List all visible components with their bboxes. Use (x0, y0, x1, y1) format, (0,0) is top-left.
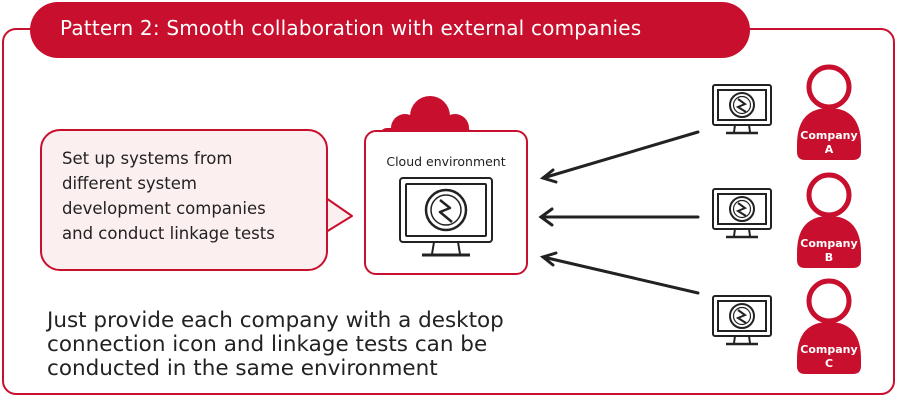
summary-line: conducted in the same environment (47, 356, 438, 381)
monitor-icon-a (712, 84, 772, 135)
person-icon-b (797, 172, 861, 268)
company-label-letter: A (824, 143, 834, 156)
company-label-c: Company C (799, 343, 859, 371)
person-icon-a (797, 64, 861, 160)
arrow-c (539, 251, 700, 295)
person-icon-c (797, 278, 861, 374)
callout-text: Set up systems from different system dev… (62, 146, 275, 246)
summary-line: Just provide each company with a desktop (47, 308, 504, 333)
company-label-word: Company (800, 343, 858, 356)
callout-line: different system (62, 174, 197, 193)
arrow-b (538, 207, 700, 227)
summary-text: Just provide each company with a desktop… (47, 309, 504, 381)
arrow-a (539, 130, 700, 184)
company-label-b: Company B (799, 237, 859, 265)
callout-line: and conduct linkage tests (62, 224, 275, 243)
monitor-icon-b (712, 188, 772, 239)
company-label-word: Company (800, 129, 858, 142)
cloud-environment-box: Cloud environment (364, 130, 528, 275)
callout-line: development companies (62, 199, 266, 218)
monitor-icon-c (712, 295, 772, 346)
callout-line: Set up systems from (62, 149, 233, 168)
company-label-letter: B (824, 251, 834, 264)
company-label-a: Company A (799, 129, 859, 157)
cloud-desktop-monitor-icon (399, 177, 493, 257)
company-label-letter: C (824, 357, 834, 370)
banner-title: Pattern 2: Smooth collaboration with ext… (60, 16, 642, 40)
summary-line: connection icon and linkage tests can be (47, 332, 488, 357)
cloud-environment-label: Cloud environment (386, 154, 506, 169)
callout-bubble: Set up systems from different system dev… (40, 129, 328, 271)
company-label-word: Company (800, 237, 858, 250)
title-banner: Pattern 2: Smooth collaboration with ext… (30, 2, 750, 58)
